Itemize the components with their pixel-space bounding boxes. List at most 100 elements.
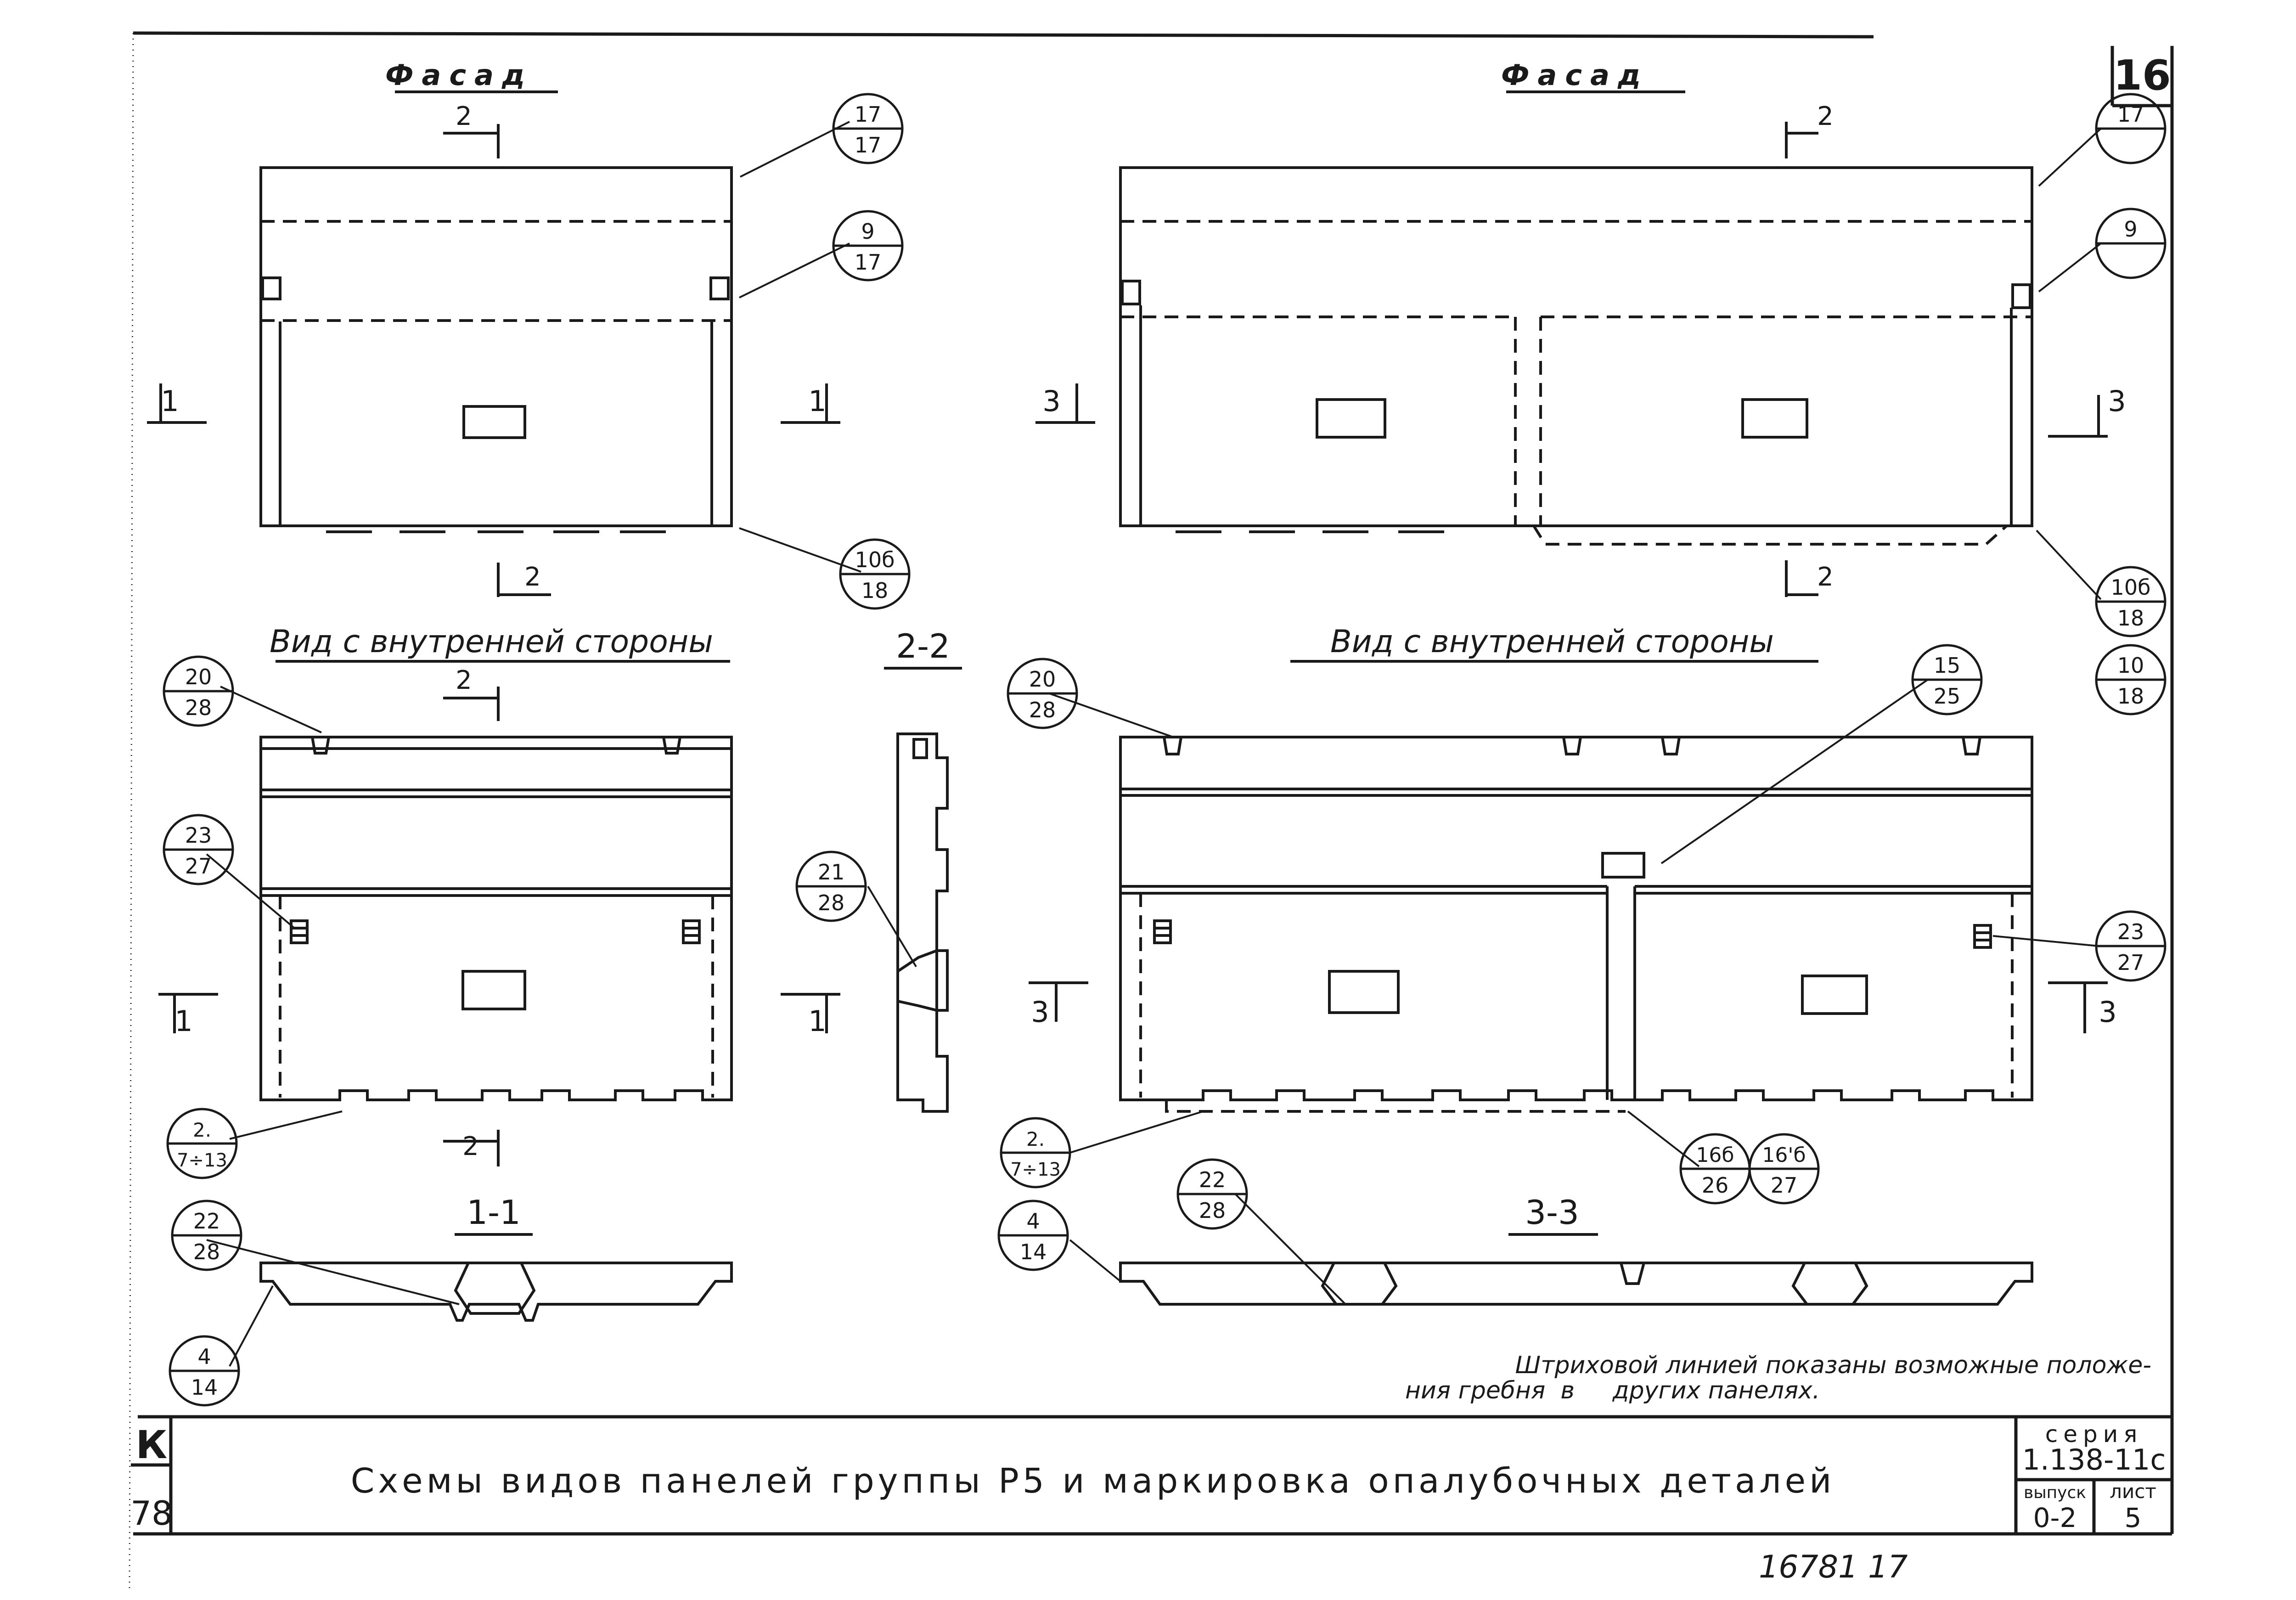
series-value: 1.138-11с <box>2022 1443 2166 1476</box>
callout-20-28-left: 20 28 <box>163 655 234 727</box>
dashed-line-note-1: Штриховой линией показаны возможные поло… <box>1515 1352 2151 1379</box>
svg-text:1: 1 <box>808 1004 826 1038</box>
svg-text:2: 2 <box>462 1132 479 1161</box>
svg-text:28: 28 <box>1029 698 1056 722</box>
callout-9-17: 9 17 <box>832 210 904 282</box>
svg-text:28: 28 <box>193 1239 220 1264</box>
callout-23-27-left: 23 27 <box>163 814 234 885</box>
issue-label: выпуск <box>2024 1483 2086 1502</box>
title-section-3-3: 3-3 <box>1525 1193 1579 1232</box>
view-titles: Фасад Фасад Вид с внутренней стороны Вид… <box>270 58 1818 1236</box>
svg-text:25: 25 <box>1934 684 1961 709</box>
svg-text:2.: 2. <box>1026 1128 1045 1150</box>
svg-text:10б: 10б <box>855 547 895 572</box>
svg-text:17: 17 <box>2117 102 2144 127</box>
section-2-2-profile <box>896 732 949 1113</box>
section-markers <box>147 122 2108 1166</box>
svg-text:23: 23 <box>185 823 212 848</box>
sheet-frame <box>129 31 2174 1589</box>
title-facade-left: Фасад <box>385 58 533 92</box>
svg-text:17: 17 <box>855 133 882 158</box>
callout-17-right: 17 <box>2095 93 2167 164</box>
callout-22-28-left: 22 28 <box>171 1200 242 1271</box>
svg-text:28: 28 <box>1199 1198 1226 1223</box>
title-section-2-2: 2-2 <box>896 627 950 665</box>
facade-right-panel <box>1119 166 2033 546</box>
title-section-1-1: 1-1 <box>467 1193 521 1232</box>
section-marker-labels: 2 2 1 1 2 2 3 3 2 2 1 1 3 3 <box>161 101 2126 1161</box>
svg-text:1: 1 <box>174 1004 192 1038</box>
series-label: серия <box>2045 1421 2143 1448</box>
callout-2-7-13-left: 2. 7÷13 <box>166 1108 238 1179</box>
sheet-number: 16 <box>2113 51 2171 100</box>
svg-text:20: 20 <box>1029 667 1056 692</box>
callout-10-18-right: 10 18 <box>2095 644 2167 715</box>
svg-text:9: 9 <box>861 219 874 244</box>
svg-text:16'б: 16'б <box>1762 1144 1806 1167</box>
callout-16b-26: 16б 26 <box>1679 1133 1751 1205</box>
svg-text:17: 17 <box>855 250 882 275</box>
svg-text:22: 22 <box>1199 1167 1226 1192</box>
svg-text:18: 18 <box>2117 606 2144 631</box>
svg-text:10б: 10б <box>2111 575 2151 600</box>
svg-text:9: 9 <box>2124 217 2137 242</box>
sheet-label: лист <box>2110 1480 2156 1503</box>
title-inner-left: Вид с внутренней стороны <box>270 624 713 660</box>
left-code-bottom: 78 <box>130 1494 173 1532</box>
svg-text:22: 22 <box>193 1209 220 1234</box>
inner-right-panel <box>1119 736 2033 1113</box>
callout-22-28-right: 22 28 <box>1176 1158 1248 1230</box>
callout-23-27-right: 23 27 <box>2095 910 2167 982</box>
callout-20-28-right: 20 28 <box>1007 658 1078 729</box>
title-inner-right: Вид с внутренней стороны <box>1330 624 1774 660</box>
svg-text:7÷13: 7÷13 <box>1010 1159 1061 1180</box>
callout-2-7-13-right: 2. 7÷13 <box>1000 1117 1071 1189</box>
section-1-1-profile <box>259 1262 733 1322</box>
svg-text:10: 10 <box>2117 653 2144 678</box>
facade-left-panel <box>259 166 733 533</box>
svg-text:4: 4 <box>197 1344 211 1369</box>
svg-text:21: 21 <box>818 860 845 885</box>
sheet-title: Схемы видов панелей группы Р5 и маркиров… <box>351 1461 1835 1501</box>
callout-16prime-b-27: 16'б 27 <box>1748 1133 1820 1205</box>
svg-text:28: 28 <box>818 890 845 915</box>
svg-text:2: 2 <box>1817 562 1834 592</box>
callout-4-14-left: 4 14 <box>169 1335 240 1407</box>
callout-15-25: 15 25 <box>1911 644 1983 715</box>
sheet-value: 5 <box>2125 1502 2142 1533</box>
svg-text:3: 3 <box>2108 384 2126 418</box>
callout-10b-18: 10б 18 <box>839 538 911 610</box>
callout-4-14-right: 4 14 <box>997 1200 1069 1271</box>
svg-text:23: 23 <box>2117 919 2144 944</box>
bottom-handwriting: 16781 17 <box>1759 1549 1908 1585</box>
svg-text:7÷13: 7÷13 <box>177 1150 227 1171</box>
svg-text:3: 3 <box>1042 384 1060 418</box>
svg-text:2: 2 <box>456 665 472 695</box>
svg-text:4: 4 <box>1026 1209 1040 1234</box>
svg-text:14: 14 <box>191 1375 218 1400</box>
svg-text:26: 26 <box>1702 1173 1729 1198</box>
left-code-top: К <box>136 1422 168 1467</box>
svg-text:28: 28 <box>185 695 212 720</box>
svg-text:2: 2 <box>456 101 472 131</box>
title-facade-right: Фасад <box>1501 58 1649 92</box>
svg-text:15: 15 <box>1934 653 1961 678</box>
dashed-line-note-2: ния гребня в других панелях. <box>1405 1377 1820 1404</box>
svg-text:2: 2 <box>1817 101 1834 131</box>
svg-text:27: 27 <box>2117 950 2144 975</box>
callout-21-28: 21 28 <box>795 851 867 922</box>
callout-17-17: 17 17 <box>832 93 904 164</box>
svg-text:18: 18 <box>2117 684 2144 709</box>
callout-bubbles: 17 17 9 17 10б 18 17 9 10б 18 <box>163 93 2167 1407</box>
svg-text:1: 1 <box>808 384 826 418</box>
issue-value: 0-2 <box>2033 1502 2077 1533</box>
svg-text:27: 27 <box>1771 1173 1798 1198</box>
leader-lines <box>206 121 2102 1367</box>
callout-9-right: 9 <box>2095 208 2167 279</box>
svg-text:18: 18 <box>861 578 889 603</box>
svg-text:14: 14 <box>1020 1239 1047 1264</box>
svg-text:27: 27 <box>185 854 212 879</box>
svg-text:16б: 16б <box>1696 1144 1734 1167</box>
svg-text:2: 2 <box>524 562 541 592</box>
